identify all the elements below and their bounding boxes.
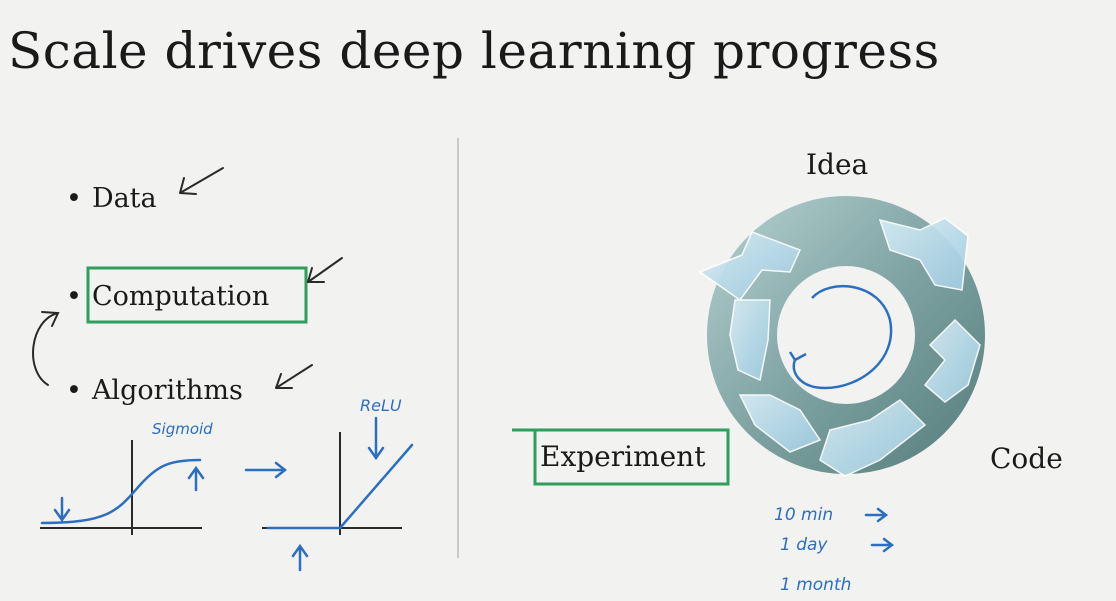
- bullet-algorithms-label: Algorithms: [91, 375, 243, 406]
- bullet-computation: • Computation: [66, 281, 269, 312]
- arrow-to-algorithms-icon: [275, 364, 313, 389]
- relu-curve: [266, 443, 414, 530]
- sigmoid-curve: [40, 458, 202, 525]
- cycle-arrow-icon: [819, 399, 927, 477]
- cycle-arrow-icon: [698, 231, 802, 302]
- time-10-min: 10 min: [774, 505, 834, 525]
- bullet-algorithms: • Algorithms: [66, 375, 243, 406]
- experiment-highlight-box: [512, 428, 730, 486]
- bullet-dot: •: [66, 183, 82, 214]
- arrow-to-computation-icon: [307, 257, 343, 283]
- cycle-arrow-icon: [878, 217, 969, 291]
- cycle-back-arrow-icon: [32, 311, 60, 386]
- relu-bottom-arrow-icon: [291, 543, 309, 572]
- bullet-dot: •: [66, 281, 82, 312]
- relu-top-arrow-icon: [367, 416, 385, 461]
- time-arrow-icon: [864, 507, 889, 523]
- column-divider: [457, 138, 459, 558]
- cycle-diagram: [698, 196, 985, 477]
- bullet-computation-label: Computation: [91, 281, 270, 312]
- cycle-code-label: Code: [990, 442, 1063, 475]
- cycle-arrow-icon: [738, 394, 822, 453]
- bullet-data-label: Data: [91, 183, 157, 214]
- cycle-experiment-label: Experiment: [540, 440, 706, 473]
- slide-title: Scale drives deep learning progress: [8, 22, 940, 80]
- spiral-scribble: [788, 284, 893, 390]
- cycle-arrow-icon: [923, 318, 981, 403]
- sigmoid-to-relu-arrow-icon: [244, 461, 288, 479]
- bullet-data: • Data: [66, 183, 157, 214]
- arrow-to-data-icon: [179, 167, 224, 195]
- bullet-dot: •: [66, 375, 82, 406]
- time-1-month: 1 month: [780, 575, 852, 595]
- computation-highlight-box: [86, 266, 308, 324]
- sigmoid-top-arrow-icon: [187, 465, 205, 492]
- cycle-arrow-icon: [729, 299, 771, 382]
- sigmoid-flat-arrow-icon: [53, 496, 71, 523]
- relu-handwritten-label: ReLU: [360, 396, 402, 415]
- sigmoid-handwritten-label: Sigmoid: [152, 420, 213, 438]
- cycle-idea-label: Idea: [806, 148, 869, 181]
- time-arrow-icon: [870, 537, 895, 553]
- time-1-day: 1 day: [780, 535, 828, 555]
